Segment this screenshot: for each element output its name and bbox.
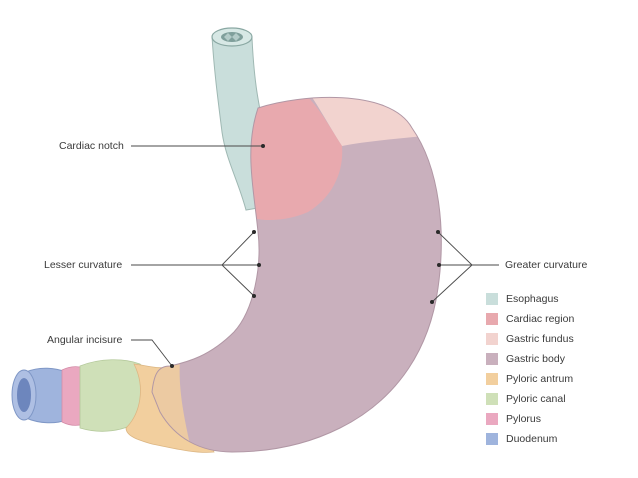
lesser-curvature-leader-down [221,264,255,297]
gastric-fundus [300,97,440,146]
legend-item-pyloric-antrum: Pyloric antrum [486,369,626,389]
legend-label: Duodenum [506,433,558,445]
duodenum [11,367,67,424]
legend-item-gastric-fundus: Gastric fundus [486,329,626,349]
legend-item-esophagus: Esophagus [486,289,626,309]
legend-item-duodenum: Duodenum [486,429,626,449]
greater-curvature-leader-down [431,264,473,303]
lesser-curvature-dot-3 [252,294,256,298]
legend-item-pyloric-canal: Pyloric canal [486,389,626,409]
legend-swatch [486,293,498,305]
greater-curvature-label: Greater curvature [505,259,588,271]
legend-label: Pyloric antrum [506,373,574,385]
angular-incisure-dot [170,364,174,368]
legend-swatch [486,333,498,345]
leader-lines [131,145,499,367]
greater-curvature-dot-1 [436,230,440,234]
lesser-curvature-dot-1 [252,230,256,234]
cardiac-region [246,97,343,220]
legend-item-cardiac-region: Cardiac region [486,309,626,329]
gastric-body [152,97,442,453]
legend-swatch [486,353,498,365]
legend-swatch [486,393,498,405]
legend-swatch [486,373,498,385]
legend-label: Pyloric canal [506,393,566,405]
cardiac-notch-label: Cardiac notch [59,140,124,152]
legend: Esophagus Cardiac region Gastric fundus … [486,289,626,449]
legend-label: Cardiac region [506,313,575,325]
stomach-outline [151,96,442,453]
leader-dots [170,144,441,368]
cardiac-notch-dot [261,144,265,148]
legend-swatch [486,413,498,425]
stomach [151,96,442,453]
greater-curvature-leader-up [437,231,473,266]
lesser-curvature-dot-2 [257,263,261,267]
legend-label: Gastric fundus [506,333,574,345]
greater-curvature-dot-2 [437,263,441,267]
legend-label: Esophagus [506,293,559,305]
legend-swatch [486,313,498,325]
angular-incisure-leader [131,339,173,367]
greater-curvature-dot-3 [430,300,434,304]
legend-label: Pylorus [506,413,542,425]
legend-swatch [486,433,498,445]
legend-item-pylorus: Pylorus [486,409,626,429]
angular-incisure-label: Angular incisure [47,334,123,346]
legend-item-gastric-body: Gastric body [486,349,626,369]
lesser-curvature-label: Lesser curvature [44,259,123,271]
legend-label: Gastric body [506,353,565,365]
lesser-curvature-leader-up [221,231,255,266]
